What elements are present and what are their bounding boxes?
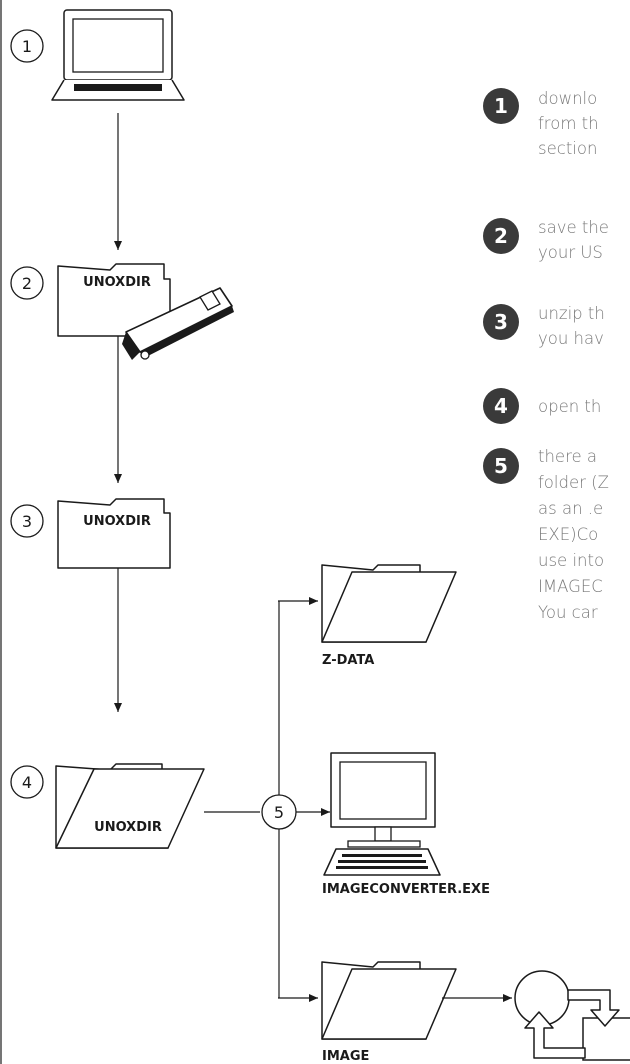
instruction-4-badge — [483, 388, 519, 424]
instruction-1-number: 1 — [494, 94, 508, 118]
folder-unoxdir-2-label: UNOXDIR — [83, 275, 151, 290]
instruction-4-number: 4 — [494, 394, 508, 418]
instruction-5-line-4: EXE)Co — [538, 525, 598, 544]
folder-unoxdir-2-icon — [57, 263, 171, 337]
instruction-3-line-1: unzip th — [538, 304, 605, 323]
convert-icon — [514, 970, 630, 1061]
folder-unoxdir-3-label: UNOXDIR — [83, 514, 151, 529]
instruction-2-line-1: save the — [538, 218, 609, 237]
monitor-keyboard-icon — [323, 752, 441, 876]
step-2-number: 2 — [22, 274, 32, 293]
step-5-number: 5 — [274, 803, 284, 822]
laptop-icon — [51, 9, 185, 101]
usb-stick-icon — [122, 287, 234, 360]
instruction-5-line-6: IMAGEC — [538, 577, 603, 596]
instruction-5-line-7: You car — [538, 603, 598, 622]
folder-unoxdir-4-label: UNOXDIR — [94, 820, 162, 835]
instruction-4: 4 open th — [483, 388, 601, 424]
instruction-1: 1 downlo from th section — [483, 88, 599, 158]
step-1-number: 1 — [22, 37, 32, 56]
instruction-1-line-2: from th — [538, 114, 599, 133]
step-5-marker: 5 — [261, 794, 297, 830]
instruction-3: 3 unzip th you hav — [483, 304, 605, 348]
folder-zdata-label: Z-DATA — [322, 653, 374, 668]
folder-image-icon — [321, 961, 457, 1040]
folder-image-label: IMAGE — [322, 1049, 369, 1064]
instruction-2-line-2: your US — [538, 243, 603, 262]
step-4-marker: 4 — [10, 765, 44, 799]
instruction-2: 2 save the your US — [483, 218, 609, 262]
instruction-4-line-1: open th — [538, 397, 601, 416]
instruction-5: 5 there a folder (Z as an .e EXE)Co use … — [483, 447, 609, 622]
instruction-5-number: 5 — [494, 454, 508, 478]
instruction-2-badge — [483, 218, 519, 254]
instruction-1-badge — [483, 88, 519, 124]
imageconverter-label: IMAGECONVERTER.EXE — [322, 882, 490, 897]
step-4-number: 4 — [22, 773, 32, 792]
folder-unoxdir-4-open-icon — [55, 763, 205, 849]
step-3-marker: 3 — [10, 504, 44, 538]
instruction-3-badge — [483, 304, 519, 340]
step-2-marker: 2 — [10, 266, 44, 300]
instruction-2-number: 2 — [494, 224, 508, 248]
instruction-1-line-3: section — [538, 139, 597, 158]
instruction-5-line-2: folder (Z — [538, 473, 609, 492]
instruction-5-badge — [483, 448, 519, 484]
folder-zdata-icon — [321, 564, 457, 643]
step-1-marker: 1 — [10, 29, 44, 63]
instruction-5-line-1: there a — [538, 447, 597, 466]
instruction-5-line-5: use into — [538, 551, 604, 570]
instruction-1-line-1: downlo — [538, 89, 597, 108]
step-3-number: 3 — [22, 512, 32, 531]
instruction-3-number: 3 — [494, 310, 508, 334]
folder-unoxdir-3-icon — [57, 498, 171, 569]
instruction-3-line-2: you hav — [538, 329, 604, 348]
instruction-5-line-3: as an .e — [538, 499, 603, 518]
